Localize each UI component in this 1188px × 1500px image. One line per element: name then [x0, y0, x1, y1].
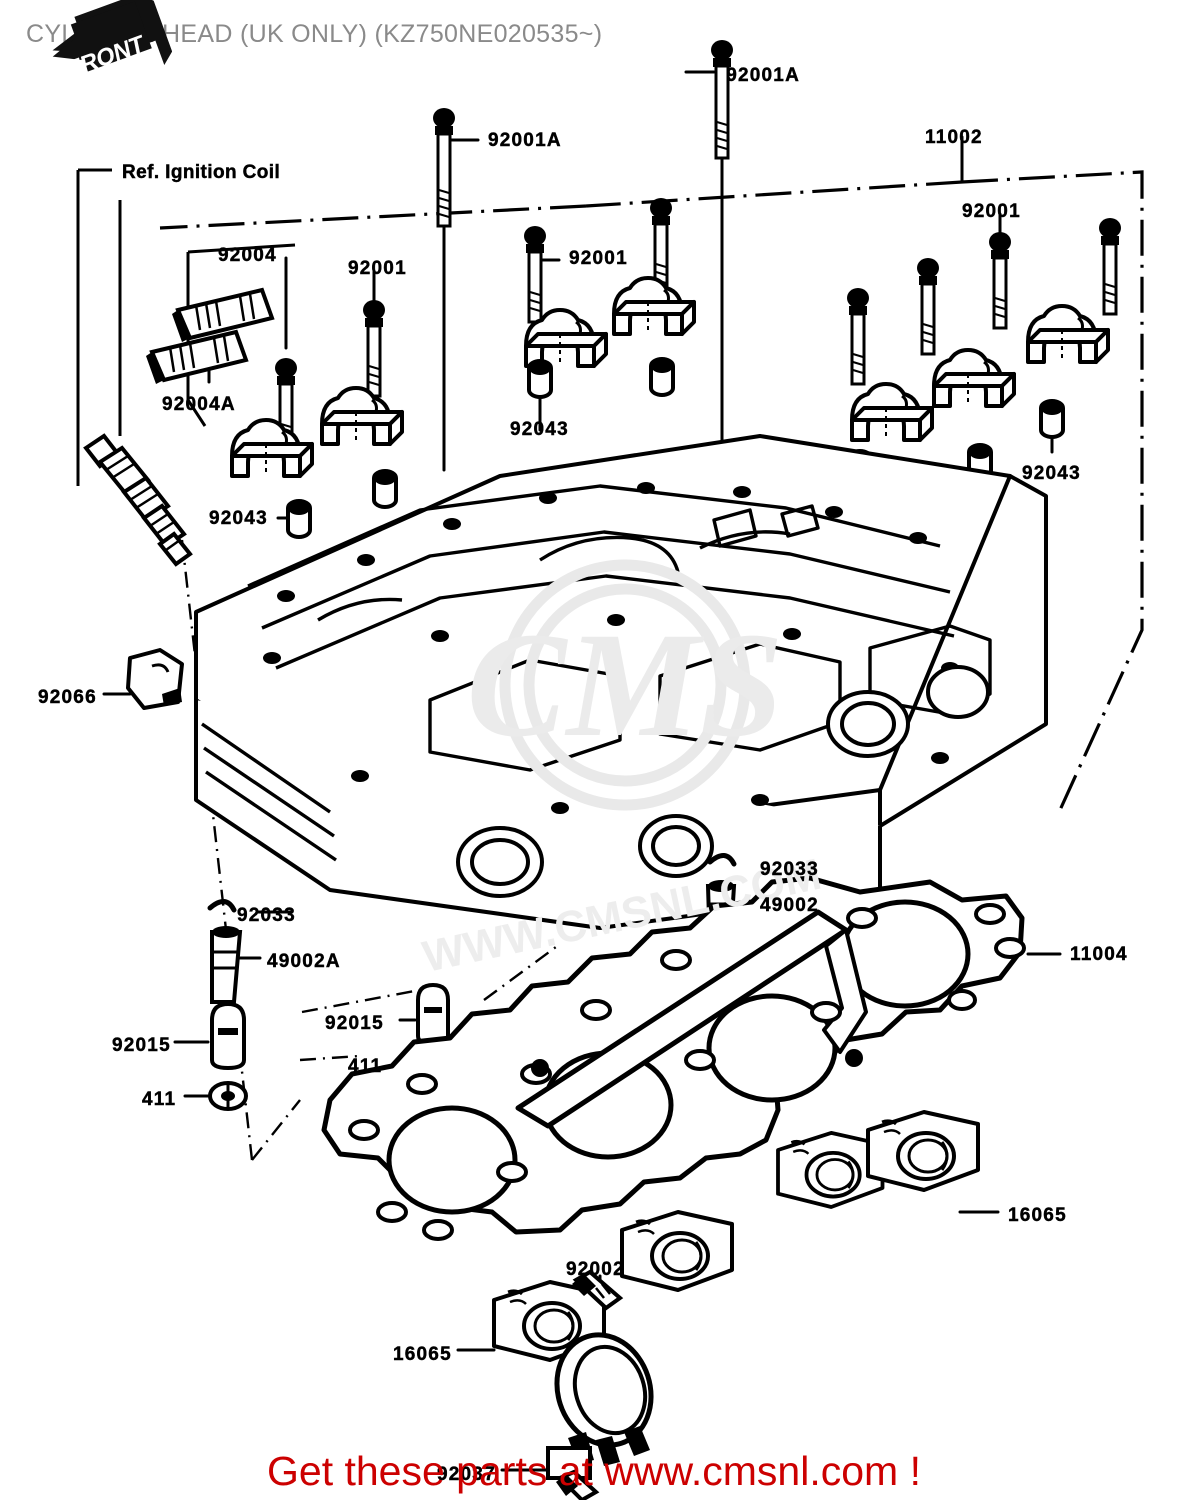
callout-92043: 92043 — [1022, 463, 1081, 484]
head-bolt-holes — [263, 482, 959, 814]
stud-92004 — [172, 287, 275, 342]
carb-holder-16065-r2 — [866, 1110, 980, 1192]
callout-92002: 92002 — [566, 1259, 625, 1280]
callout-11002: 11002 — [925, 127, 983, 148]
dowel-92043-left-1 — [286, 499, 312, 539]
callout-92015: 92015 — [112, 1035, 171, 1056]
bolt-92001-right-2 — [915, 256, 941, 356]
bolt-92001a-left — [431, 106, 457, 228]
bolt-92001-left-1 — [361, 298, 387, 398]
callout-92033: 92033 — [237, 905, 296, 926]
dowel-92043-right-3 — [1039, 399, 1065, 439]
callout-92001a: 92001A — [488, 130, 562, 151]
callout-92001: 92001 — [348, 258, 407, 279]
callout-16065: 16065 — [393, 1344, 452, 1365]
bolt-92001-mid-1 — [522, 224, 548, 324]
head-assembly-boundary — [159, 170, 1144, 811]
bolt-92001-right-4 — [1097, 216, 1123, 316]
bolt-92001-right-1 — [845, 286, 871, 386]
nut-92015-left — [210, 1001, 246, 1071]
carb-holder-16065-l2 — [620, 1210, 734, 1292]
callout-92015: 92015 — [325, 1013, 384, 1034]
dowel-92043-mid-1 — [527, 359, 553, 399]
callout-92004: 92004 — [218, 245, 277, 266]
cam-cap-right-3 — [1026, 304, 1110, 364]
snap-ring-92033-left — [207, 899, 237, 913]
front-arrow-badge: FRONT — [52, 0, 172, 84]
cam-cap-left-2 — [320, 386, 404, 446]
callout-411: 411 — [142, 1089, 177, 1110]
callout-92037: 92037 — [437, 1464, 496, 1485]
bolt-92001-right-3 — [987, 230, 1013, 330]
plug-92066 — [126, 648, 184, 710]
callout-92066: 92066 — [38, 687, 97, 708]
ignition-coil-reference-frame — [76, 168, 296, 486]
bolt-92002 — [572, 1269, 624, 1311]
callout-92004a: 92004A — [162, 394, 236, 415]
callout-92033: 92033 — [760, 859, 819, 880]
cam-cap-right-1 — [850, 382, 934, 442]
callout-49002a: 49002A — [267, 951, 341, 972]
clamp-92037 — [546, 1332, 654, 1500]
bolt-92001a-right — [709, 38, 735, 160]
callout-11004: 11004 — [1070, 944, 1128, 965]
footer-promo-text: Get these parts at www.cmsnl.com ! — [267, 1448, 921, 1494]
callout-411: 411 — [348, 1056, 383, 1077]
cam-cap-left-1 — [230, 418, 314, 478]
callout-92001: 92001 — [569, 248, 628, 269]
callout-ref-ignition-coil: Ref. Ignition Coil — [122, 162, 281, 183]
callout-92043: 92043 — [510, 419, 569, 440]
washer-411-left — [208, 1081, 248, 1111]
dowel-92043-left-2 — [372, 469, 398, 509]
nut-92015-right — [416, 982, 450, 1047]
head-gasket-11004 — [321, 875, 1026, 1241]
cam-cap-right-2 — [932, 348, 1016, 408]
valve-guide-49002a — [210, 926, 243, 1004]
stud-92004a — [146, 329, 249, 384]
snap-ring-92033-right — [707, 853, 737, 867]
head-exhaust-stubs — [456, 665, 990, 898]
callout-92001a: 92001A — [726, 65, 800, 86]
cam-cap-mid-2 — [612, 276, 696, 336]
callout-92043: 92043 — [209, 508, 268, 529]
callout-92001: 92001 — [962, 201, 1021, 222]
callout-49002: 49002 — [760, 895, 819, 916]
callout-16065: 16065 — [1008, 1205, 1067, 1226]
spark-plug — [83, 433, 193, 567]
dowel-92043-mid-2 — [649, 357, 675, 397]
